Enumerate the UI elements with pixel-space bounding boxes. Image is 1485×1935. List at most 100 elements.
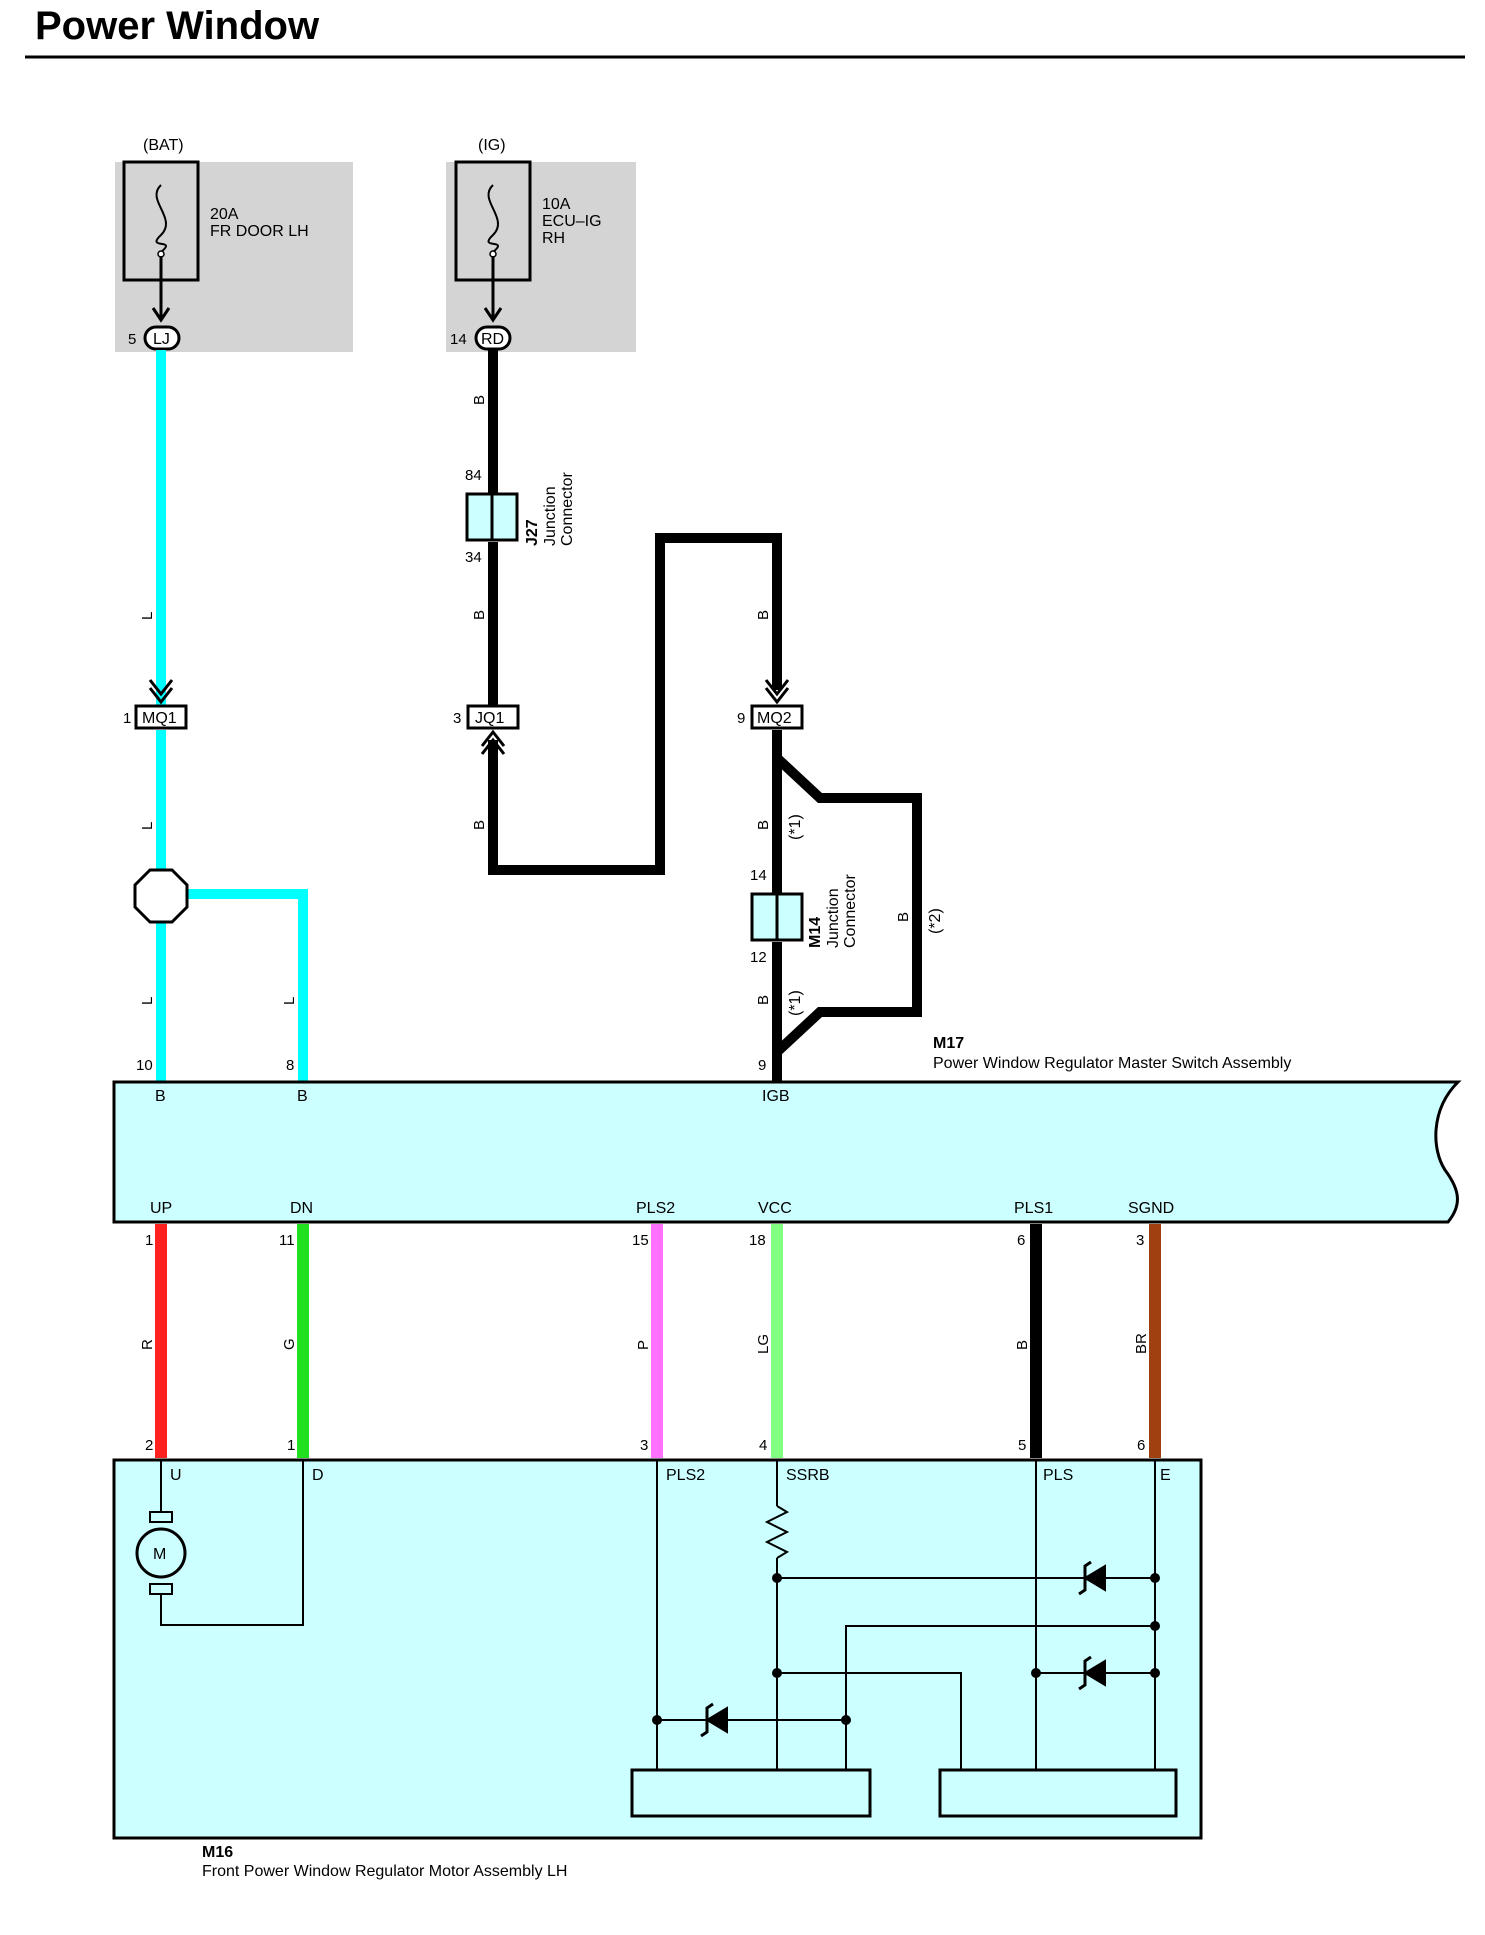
wire-label-b-6: B (755, 995, 772, 1005)
m16-pin-num-2: 1 (287, 1437, 295, 1454)
m16-pin-num-3: 3 (640, 1437, 648, 1454)
m14-note1-upper: (*1) (787, 814, 804, 840)
zener-diode-icon (700, 1702, 728, 1738)
m17-bottom-pin-term-2: DN (290, 1200, 313, 1217)
wire-label-lg: LG (755, 1334, 772, 1354)
m16-pin-num-1: 2 (145, 1437, 153, 1454)
wire-label-p: P (635, 1340, 652, 1350)
m14-line2: Connector (842, 874, 859, 948)
wire-l-branch (161, 889, 308, 1085)
m16-pin-term-2: D (312, 1467, 324, 1484)
m14-code: M14 (807, 917, 824, 948)
wire-label-br: BR (1133, 1333, 1150, 1354)
m17-bottom-pin-num-5: 6 (1017, 1232, 1025, 1249)
zener-diode-icon (1078, 1560, 1106, 1596)
bat-fuse-icon (155, 184, 168, 253)
m16-pin-term-5: PLS (1043, 1467, 1073, 1484)
wire-label-l-1: L (139, 612, 156, 620)
wire-label-b-5: B (755, 820, 772, 830)
page-title: Power Window (35, 4, 320, 48)
j27-line2: Connector (559, 472, 576, 546)
j27-line1: Junction (542, 486, 559, 546)
m14-pin-bottom: 12 (750, 949, 767, 966)
j27-pin-top: 84 (465, 467, 482, 484)
j27-pin-bottom: 34 (465, 549, 482, 566)
m17-box (112, 1080, 1462, 1224)
m17-top-pin-num-3: 9 (758, 1057, 766, 1074)
m14-line1: Junction (825, 888, 842, 948)
ig-fuse-source: (IG) (478, 137, 506, 154)
m17-bottom-pin-term-6: SGND (1128, 1200, 1174, 1217)
motor-top-cap (149, 1511, 173, 1523)
wire-label-b-4: B (755, 610, 772, 620)
rd-connector-label: RD (481, 331, 504, 348)
motor-label: M (153, 1546, 166, 1563)
m17-top-pin-term-2: B (297, 1088, 308, 1105)
lj-connector (143, 325, 181, 351)
bat-fuse-name: FR DOOR LH (210, 223, 309, 240)
m16-name: Front Power Window Regulator Motor Assem… (202, 1863, 567, 1880)
motor-bottom-cap (149, 1583, 173, 1595)
lj-pin-number: 5 (128, 331, 136, 348)
wire-b-loop (488, 533, 782, 875)
lj-connector-label: LJ (153, 331, 170, 348)
wire-label-b-3: B (471, 820, 488, 830)
mq2-pin-number: 9 (737, 710, 745, 727)
zener-diode-icon (1078, 1655, 1106, 1691)
bat-fuse-amp: 20A (210, 206, 239, 223)
wire-label-b-1: B (471, 395, 488, 405)
m16-pin-term-1: U (170, 1467, 182, 1484)
m17-top-pin-num-1: 10 (136, 1057, 153, 1074)
junction-dots (652, 1573, 1160, 1725)
wire-label-b-pls: B (1014, 1340, 1031, 1350)
wire-label-g: G (281, 1338, 298, 1350)
m17-top-pin-term-3: IGB (762, 1088, 790, 1105)
m16-pin-num-6: 6 (1137, 1437, 1145, 1454)
rd-connector (474, 325, 512, 351)
m17-bottom-pin-term-3: PLS2 (636, 1200, 675, 1217)
m16-pin-num-5: 5 (1018, 1437, 1026, 1454)
m16-internal-circuit (160, 1460, 1156, 1770)
m16-pin-term-4: SSRB (786, 1467, 830, 1484)
jq1-pin-number: 3 (453, 710, 461, 727)
ig-fuse-name-line2: RH (542, 230, 565, 247)
m16-pin-term-6: E (1160, 1467, 1171, 1484)
m17-bottom-pin-num-2: 11 (279, 1232, 295, 1249)
motor-icon (135, 1527, 187, 1579)
ig-fuse-icon (487, 184, 500, 253)
bat-fuse-source: (BAT) (143, 137, 184, 154)
m14-pin-top: 14 (750, 867, 767, 884)
m17-bottom-pin-num-6: 3 (1136, 1232, 1144, 1249)
j27-code: J27 (524, 519, 541, 546)
jq1-connector (466, 704, 520, 730)
wire-label-l-3: L (139, 997, 156, 1005)
wire-splice-octagon (133, 868, 189, 924)
mq1-connector-label: MQ1 (142, 710, 177, 727)
m17-bottom-pin-num-3: 15 (632, 1232, 649, 1249)
m16-ic-block-right (938, 1768, 1178, 1818)
m17-bottom-pin-term-4: VCC (758, 1200, 792, 1217)
wire-label-l-4: L (281, 997, 298, 1005)
bat-fuse-panel (115, 162, 353, 352)
m16-pin-num-4: 4 (759, 1437, 767, 1454)
ig-fuse-panel (446, 162, 636, 352)
m17-code: M17 (933, 1035, 964, 1052)
m17-top-pin-term-1: B (155, 1088, 166, 1105)
m14-note1-lower: (*1) (787, 990, 804, 1016)
m16-code: M16 (202, 1844, 233, 1861)
wire-label-r: R (139, 1339, 156, 1350)
mq2-connector-label: MQ2 (757, 710, 792, 727)
mq1-pin-number: 1 (123, 710, 131, 727)
mq2-arrow-icon (764, 679, 790, 705)
m14-note2: (*2) (927, 908, 944, 934)
wire-label-b-2: B (471, 610, 488, 620)
m16-ic-block-left (630, 1768, 872, 1818)
ig-fuse-arrow-icon (483, 307, 503, 323)
mq1-arrow-icon (148, 679, 174, 705)
m17-bottom-pin-num-4: 18 (749, 1232, 766, 1249)
m17-bottom-pin-term-5: PLS1 (1014, 1200, 1053, 1217)
wire-label-l-2: L (139, 822, 156, 830)
ig-fuse-amp: 10A (542, 196, 571, 213)
m16-pin-term-3: PLS2 (666, 1467, 705, 1484)
